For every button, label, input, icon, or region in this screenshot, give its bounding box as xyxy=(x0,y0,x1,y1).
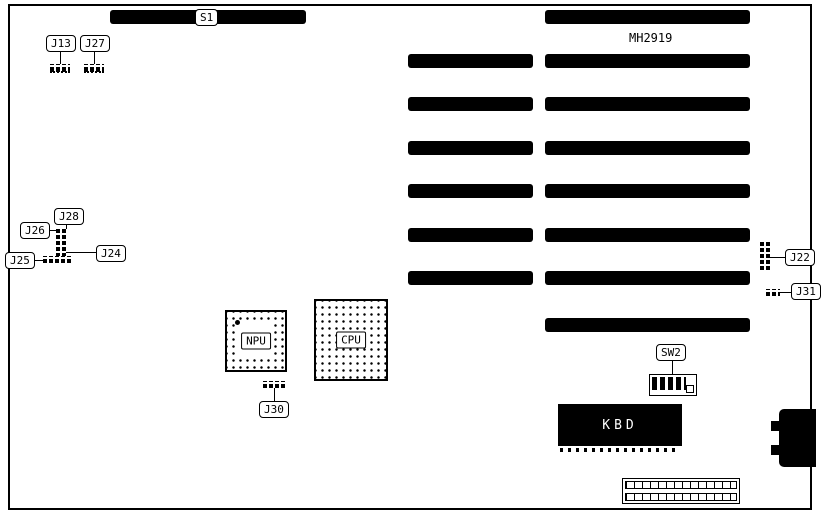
keyboard-din-connector xyxy=(779,409,816,467)
kbd-chip: KBD xyxy=(558,404,682,446)
cpu-chip: CPU xyxy=(314,299,388,381)
din-connector-tab xyxy=(771,445,780,455)
kbd-label: KBD xyxy=(602,417,638,433)
expansion-slot xyxy=(408,271,533,285)
expansion-slot xyxy=(408,54,533,68)
dip-switch-square xyxy=(686,385,694,393)
pin-one-marker xyxy=(235,320,240,325)
expansion-slot xyxy=(408,141,533,155)
board-outline xyxy=(8,4,812,510)
expansion-slot xyxy=(545,97,750,111)
expansion-slot xyxy=(545,54,750,68)
jumper-block-horizontal xyxy=(43,256,71,263)
label-j28: J28 xyxy=(54,208,84,225)
expansion-slot xyxy=(408,184,533,198)
dip-switch xyxy=(649,374,697,396)
connector-line xyxy=(672,361,673,374)
label-j22: J22 xyxy=(785,249,815,266)
header-pin-row xyxy=(625,493,737,501)
npu-chip: NPU xyxy=(225,310,287,372)
expansion-slot xyxy=(545,141,750,155)
label-j30: J30 xyxy=(259,401,289,418)
connector-line xyxy=(66,225,67,229)
cpu-label: CPU xyxy=(336,331,366,349)
expansion-slot xyxy=(545,228,750,242)
connector-line xyxy=(50,230,57,231)
j22-pins xyxy=(760,242,770,270)
expansion-slot xyxy=(545,10,750,24)
connector-line xyxy=(60,52,61,64)
j30-pins xyxy=(263,381,287,388)
connector-line xyxy=(35,260,43,261)
label-s1: S1 xyxy=(195,9,219,26)
expansion-slot xyxy=(408,228,533,242)
label-j25: J25 xyxy=(5,252,35,269)
dip-switch-bars xyxy=(652,377,686,390)
part-number-text: MH2919 xyxy=(629,31,673,45)
j27-pins xyxy=(84,64,104,73)
label-j13: J13 xyxy=(46,35,76,52)
label-j26: J26 xyxy=(20,222,50,239)
kbd-pins xyxy=(560,448,680,452)
bottom-header-connector xyxy=(622,478,740,504)
expansion-slot xyxy=(545,271,750,285)
header-pin-row xyxy=(625,481,737,489)
npu-label: NPU xyxy=(241,332,271,350)
j31-pins xyxy=(766,289,780,296)
connector-line xyxy=(274,388,275,401)
expansion-slot xyxy=(545,184,750,198)
label-j24: J24 xyxy=(96,245,126,262)
connector-line xyxy=(770,257,785,258)
expansion-slot xyxy=(545,318,750,332)
jumper-block-vertical xyxy=(56,229,66,257)
connector-line xyxy=(66,252,96,253)
label-j27: J27 xyxy=(80,35,110,52)
connector-line xyxy=(780,292,791,293)
expansion-slot xyxy=(408,97,533,111)
connector-line xyxy=(94,52,95,64)
label-j31: J31 xyxy=(791,283,821,300)
label-sw2: SW2 xyxy=(656,344,686,361)
j13-pins xyxy=(50,64,70,73)
din-connector-tab xyxy=(771,421,780,431)
